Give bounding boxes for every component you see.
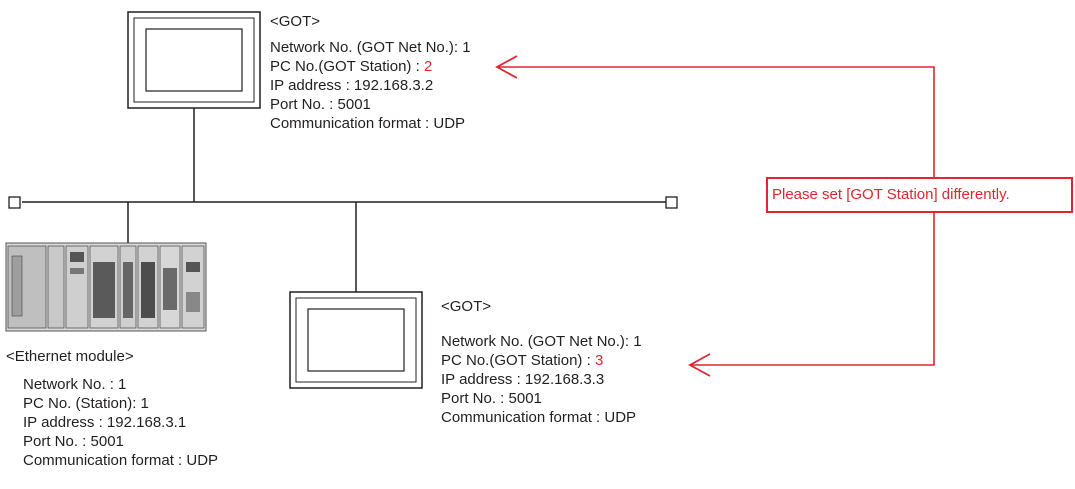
got2-title: <GOT> <box>441 298 492 315</box>
ethernet-pc-no: PC No. (Station): 1 <box>23 395 149 412</box>
got-panel-icon <box>127 11 261 109</box>
note-connector-line <box>497 66 935 177</box>
got2-network-no: Network No. (GOT Net No.): 1 <box>441 333 642 350</box>
terminator-icon <box>8 196 21 209</box>
got1-title: <GOT> <box>270 13 321 30</box>
ethernet-ip: IP address : 192.168.3.1 <box>23 414 187 431</box>
note-callout: Please set [GOT Station] differently. <box>766 177 1073 213</box>
got1-pc-no-value: 2 <box>423 58 433 75</box>
got2-pc-no: PC No.(GOT Station) : 3 <box>441 351 603 370</box>
got2-pc-no-value: 3 <box>594 352 604 369</box>
ethernet-network-no: Network No. : 1 <box>23 376 127 393</box>
ethernet-port: Port No. : 5001 <box>23 433 124 450</box>
ethernet-module-title: <Ethernet module> <box>6 348 134 365</box>
got1-ip: IP address : 192.168.3.2 <box>270 77 434 94</box>
arrowhead-icon <box>495 55 518 79</box>
got2-format: Communication format : UDP <box>441 409 637 426</box>
note-connector-line <box>690 213 935 366</box>
got1-format: Communication format : UDP <box>270 115 466 132</box>
got1-network-no: Network No. (GOT Net No.): 1 <box>270 39 471 56</box>
got1-pc-no: PC No.(GOT Station) : 2 <box>270 57 432 76</box>
ethernet-format: Communication format : UDP <box>23 452 219 469</box>
got2-pc-no-label: PC No.(GOT Station) : <box>441 352 595 369</box>
got1-port: Port No. : 5001 <box>270 96 371 113</box>
got2-port: Port No. : 5001 <box>441 390 542 407</box>
plc-rack-icon <box>5 242 207 332</box>
got2-ip: IP address : 192.168.3.3 <box>441 371 605 388</box>
got-panel-icon <box>289 291 423 389</box>
got1-pc-no-label: PC No.(GOT Station) : <box>270 58 424 75</box>
terminator-icon <box>665 196 678 209</box>
arrowhead-icon <box>688 353 711 377</box>
